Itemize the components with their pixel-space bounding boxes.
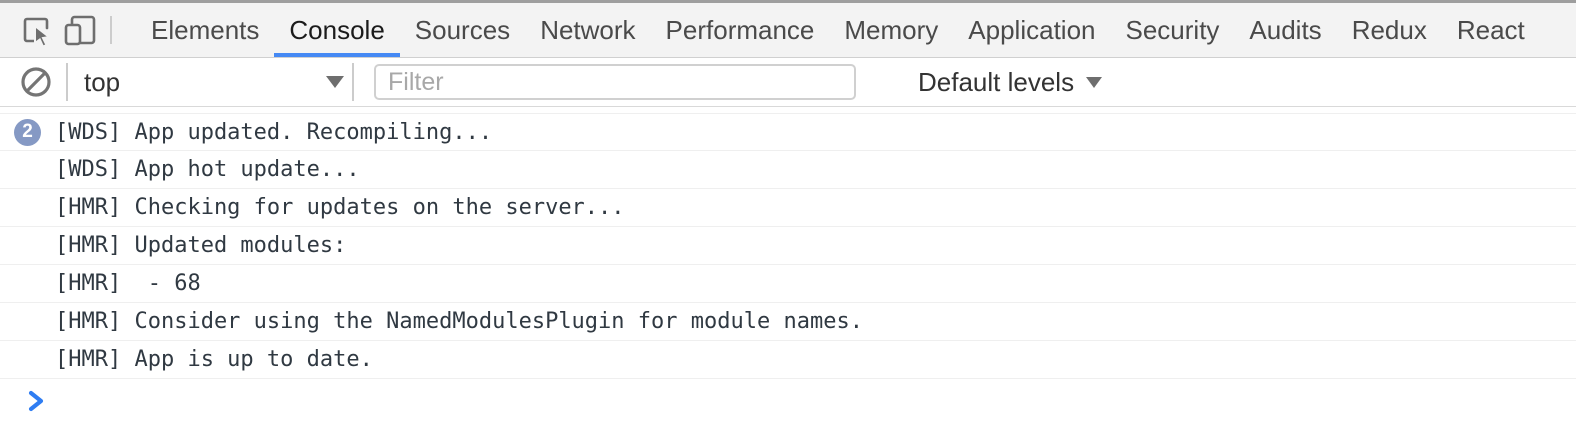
console-prompt-chevron-icon [28,390,44,412]
tab-security[interactable]: Security [1125,14,1220,45]
clear-console-button[interactable] [14,65,58,99]
tab-network[interactable]: Network [540,14,636,45]
block-circle-icon [21,67,51,97]
console-message-row: [HMR] Checking for updates on the server… [0,189,1576,227]
context-selector-value: top [84,66,121,97]
chevron-down-icon [1086,76,1103,88]
console-message-text: [WDS] App hot update... [55,157,360,182]
console-message-text: [HMR] Updated modules: [55,233,347,258]
log-levels-label: Default levels [918,66,1075,97]
inspect-icon [23,17,52,48]
repeat-count-badge: 2 [14,118,41,146]
toolbar-divider [110,16,112,44]
console-filter-input[interactable] [374,64,856,100]
console-message-text: [WDS] App updated. Recompiling... [55,119,493,145]
console-message-row: 2 [WDS] App updated. Recompiling... [0,113,1576,151]
tab-react[interactable]: React [1456,14,1525,45]
console-message-row: [HMR] - 68 [0,265,1576,303]
console-message-row: [HMR] Consider using the NamedModulesPlu… [0,303,1576,341]
toolbar-divider [66,63,68,101]
tab-elements[interactable]: Elements [151,14,260,45]
console-toolbar: top Default levels [0,58,1576,107]
chevron-down-icon [326,76,344,88]
console-messages: 2 [WDS] App updated. Recompiling... [WDS… [0,113,1576,379]
console-message-row: [HMR] App is up to date. [0,341,1576,379]
log-levels-dropdown[interactable]: Default levels [918,66,1103,98]
tab-console[interactable]: Console [274,3,401,57]
tab-application[interactable]: Application [968,14,1096,45]
tab-sources[interactable]: Sources [414,14,511,45]
console-message-text: [HMR] Checking for updates on the server… [55,195,625,220]
tab-redux[interactable]: Redux [1351,14,1427,45]
toggle-device-toolbar-button[interactable] [58,3,102,57]
devtools-tab-bar: Elements Console Sources Network Performance… [0,3,1576,58]
toolbar-divider [352,63,354,101]
console-message-text: [HMR] App is up to date. [55,347,373,372]
tab-audits[interactable]: Audits [1249,14,1322,45]
console-output: 2 [WDS] App updated. Recompiling... [WDS… [0,107,1576,424]
console-message-row: [HMR] Updated modules: [0,227,1576,265]
device-toolbar-icon [64,15,96,46]
tab-memory[interactable]: Memory [844,14,939,45]
tabs: Elements Console Sources Network Performance… [136,3,1540,57]
console-prompt[interactable] [0,379,1576,424]
console-message-text: [HMR] - 68 [55,271,201,296]
console-message-text: [HMR] Consider using the NamedModulesPlu… [55,309,863,334]
console-message-row: [WDS] App hot update... [0,151,1576,189]
inspect-element-button[interactable] [14,3,58,57]
javascript-context-selector[interactable]: top [76,67,344,98]
message-gutter: 2 [0,118,55,146]
tab-performance[interactable]: Performance [665,14,815,45]
